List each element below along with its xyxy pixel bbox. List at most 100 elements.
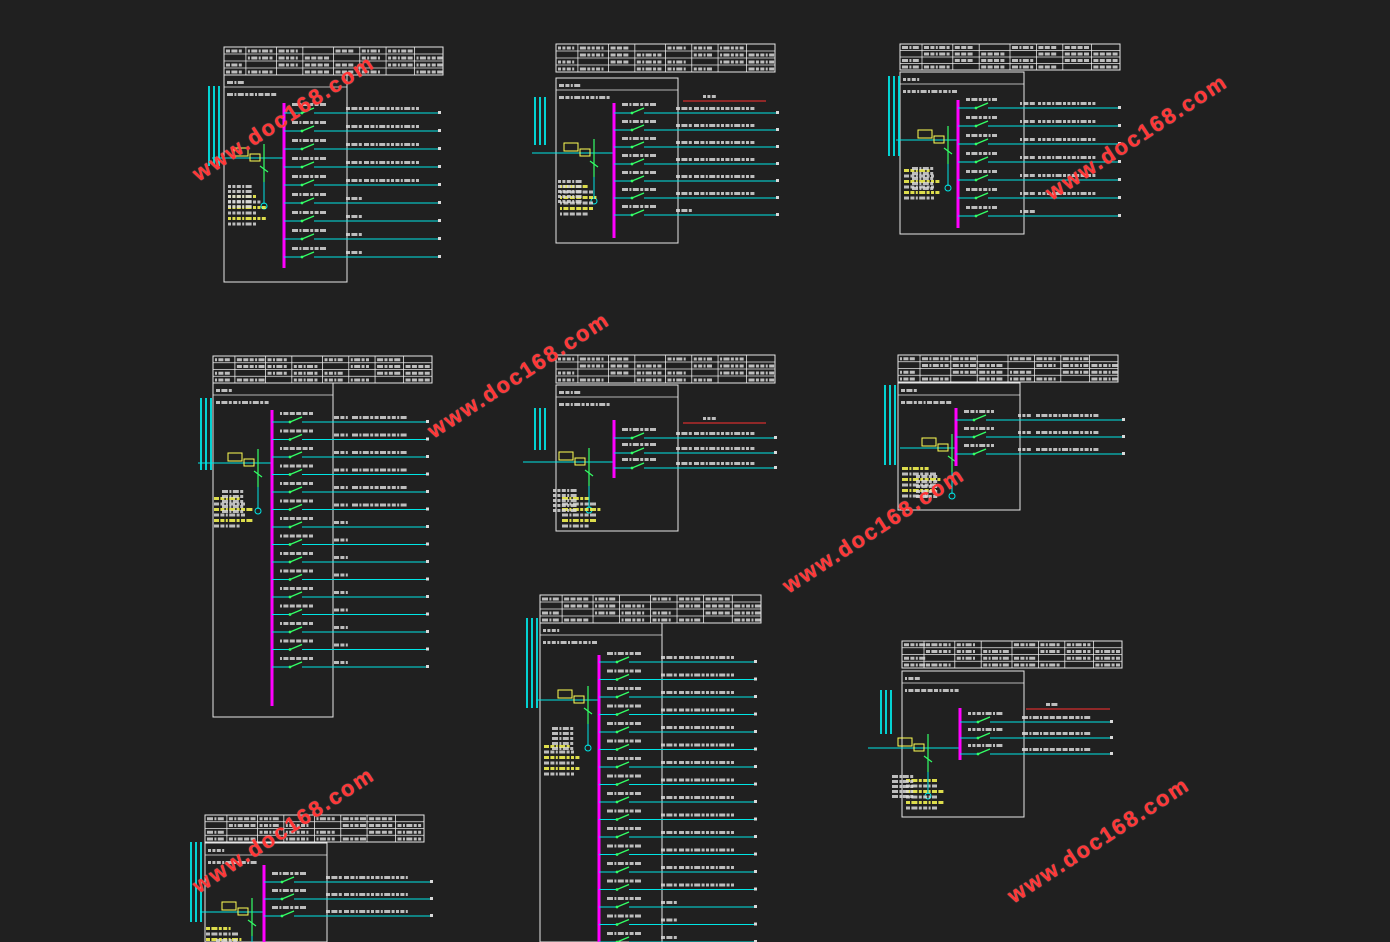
feeder-circuit[interactable] <box>614 443 777 455</box>
glyph <box>296 639 302 643</box>
feeder-circuit[interactable] <box>958 188 1121 200</box>
cad-text-glyphs <box>552 732 574 735</box>
feeder-circuit[interactable] <box>272 622 429 634</box>
glyph <box>964 370 969 374</box>
feeder-circuit[interactable] <box>614 154 779 166</box>
cad-text-glyphs <box>595 597 616 601</box>
feeder-circuit[interactable] <box>958 98 1121 110</box>
feeder-circuit[interactable] <box>614 458 777 470</box>
feeder-circuit[interactable] <box>614 428 777 440</box>
glyph <box>320 193 326 196</box>
distribution-panel[interactable] <box>208 46 444 283</box>
feeder-circuit[interactable] <box>284 139 441 151</box>
feeder-circuit[interactable] <box>599 809 757 821</box>
feeder-circuit[interactable] <box>599 862 757 874</box>
feeder-circuit[interactable] <box>272 482 429 494</box>
glyph <box>685 761 690 764</box>
feeder-circuit[interactable] <box>614 171 779 183</box>
feeder-circuit[interactable] <box>958 116 1121 128</box>
feeder-circuit[interactable] <box>264 889 433 901</box>
feeder-circuit[interactable] <box>960 728 1113 740</box>
glyph <box>642 604 645 608</box>
feeder-circuit[interactable] <box>614 120 779 132</box>
glyph <box>1069 732 1074 735</box>
feeder-circuit[interactable] <box>599 687 757 699</box>
glyph <box>690 604 693 608</box>
feeder-circuit[interactable] <box>272 604 429 616</box>
feeder-circuit[interactable] <box>956 410 1125 422</box>
distribution-panel[interactable] <box>198 355 433 718</box>
feeder-circuit[interactable] <box>284 121 441 133</box>
feeder-circuit[interactable] <box>599 879 757 891</box>
feeder-circuit[interactable] <box>599 704 757 716</box>
distribution-panel[interactable] <box>884 354 1125 511</box>
feeder-circuit[interactable] <box>599 932 757 942</box>
glyph <box>361 49 366 53</box>
glyph <box>721 432 724 435</box>
feeder-circuit[interactable] <box>956 427 1125 439</box>
feeder-circuit[interactable] <box>272 429 429 441</box>
feeder-circuit[interactable] <box>956 444 1125 456</box>
glyph <box>900 377 902 381</box>
glyph <box>320 139 326 142</box>
feeder-circuit[interactable] <box>614 205 779 217</box>
feeder-circuit[interactable] <box>284 247 441 259</box>
feeder-circuit[interactable] <box>958 170 1121 182</box>
distribution-panel[interactable] <box>888 43 1121 235</box>
glyph <box>1019 46 1022 49</box>
feeder-circuit[interactable] <box>599 739 757 751</box>
feeder-circuit[interactable] <box>599 792 757 804</box>
cad-text-glyphs <box>1036 414 1099 417</box>
feeder-circuit[interactable] <box>614 137 779 149</box>
feeder-circuit[interactable] <box>614 188 779 200</box>
feeder-circuit[interactable] <box>614 103 779 115</box>
feeder-circuit[interactable] <box>284 193 441 205</box>
feeder-circuit[interactable] <box>272 587 429 599</box>
distribution-panel[interactable] <box>523 354 777 532</box>
feeder-circuit[interactable] <box>958 206 1121 218</box>
glyph <box>381 824 387 827</box>
distribution-panel[interactable] <box>868 640 1123 818</box>
feeder-circuit[interactable] <box>272 412 429 424</box>
glyph <box>362 486 369 489</box>
glyph <box>1012 59 1018 62</box>
feeder-circuit[interactable] <box>272 657 429 669</box>
feeder-circuit[interactable] <box>599 827 757 839</box>
feeder-circuit[interactable] <box>958 152 1121 164</box>
feeder-circuit[interactable] <box>272 639 429 651</box>
feeder-circuit[interactable] <box>272 447 429 459</box>
feeder-circuit[interactable] <box>599 757 757 769</box>
feeder-circuit[interactable] <box>960 744 1113 756</box>
feeder-circuit[interactable] <box>599 669 757 681</box>
feeder-circuit[interactable] <box>272 552 429 564</box>
distribution-panel[interactable] <box>526 594 762 942</box>
feeder-circuit[interactable] <box>264 872 433 884</box>
feeder-circuit[interactable] <box>272 534 429 546</box>
glyph <box>311 63 317 67</box>
distribution-panel[interactable] <box>190 814 433 942</box>
glyph <box>237 861 241 864</box>
breaker-pivot <box>974 196 978 200</box>
feeder-circuit[interactable] <box>958 134 1121 146</box>
feeder-circuit[interactable] <box>599 914 757 926</box>
distribution-panel[interactable] <box>532 43 779 244</box>
feeder-circuit[interactable] <box>284 211 441 223</box>
feeder-circuit[interactable] <box>284 175 441 187</box>
feeder-circuit[interactable] <box>284 229 441 241</box>
feeder-circuit[interactable] <box>599 652 757 664</box>
feeder-circuit[interactable] <box>272 517 429 529</box>
feeder-circuit[interactable] <box>284 103 441 115</box>
feeder-circuit[interactable] <box>960 712 1113 724</box>
feeder-circuit[interactable] <box>272 464 429 476</box>
feeder-circuit[interactable] <box>599 722 757 734</box>
feeder-circuit[interactable] <box>284 157 441 169</box>
feeder-circuit[interactable] <box>599 844 757 856</box>
feeder-circuit[interactable] <box>264 906 433 918</box>
feeder-circuit[interactable] <box>272 569 429 581</box>
cad-text-glyphs <box>926 650 951 653</box>
feeder-circuit[interactable] <box>599 897 757 909</box>
glyph <box>961 46 967 49</box>
feeder-circuit[interactable] <box>272 499 429 511</box>
feeder-circuit[interactable] <box>599 774 757 786</box>
